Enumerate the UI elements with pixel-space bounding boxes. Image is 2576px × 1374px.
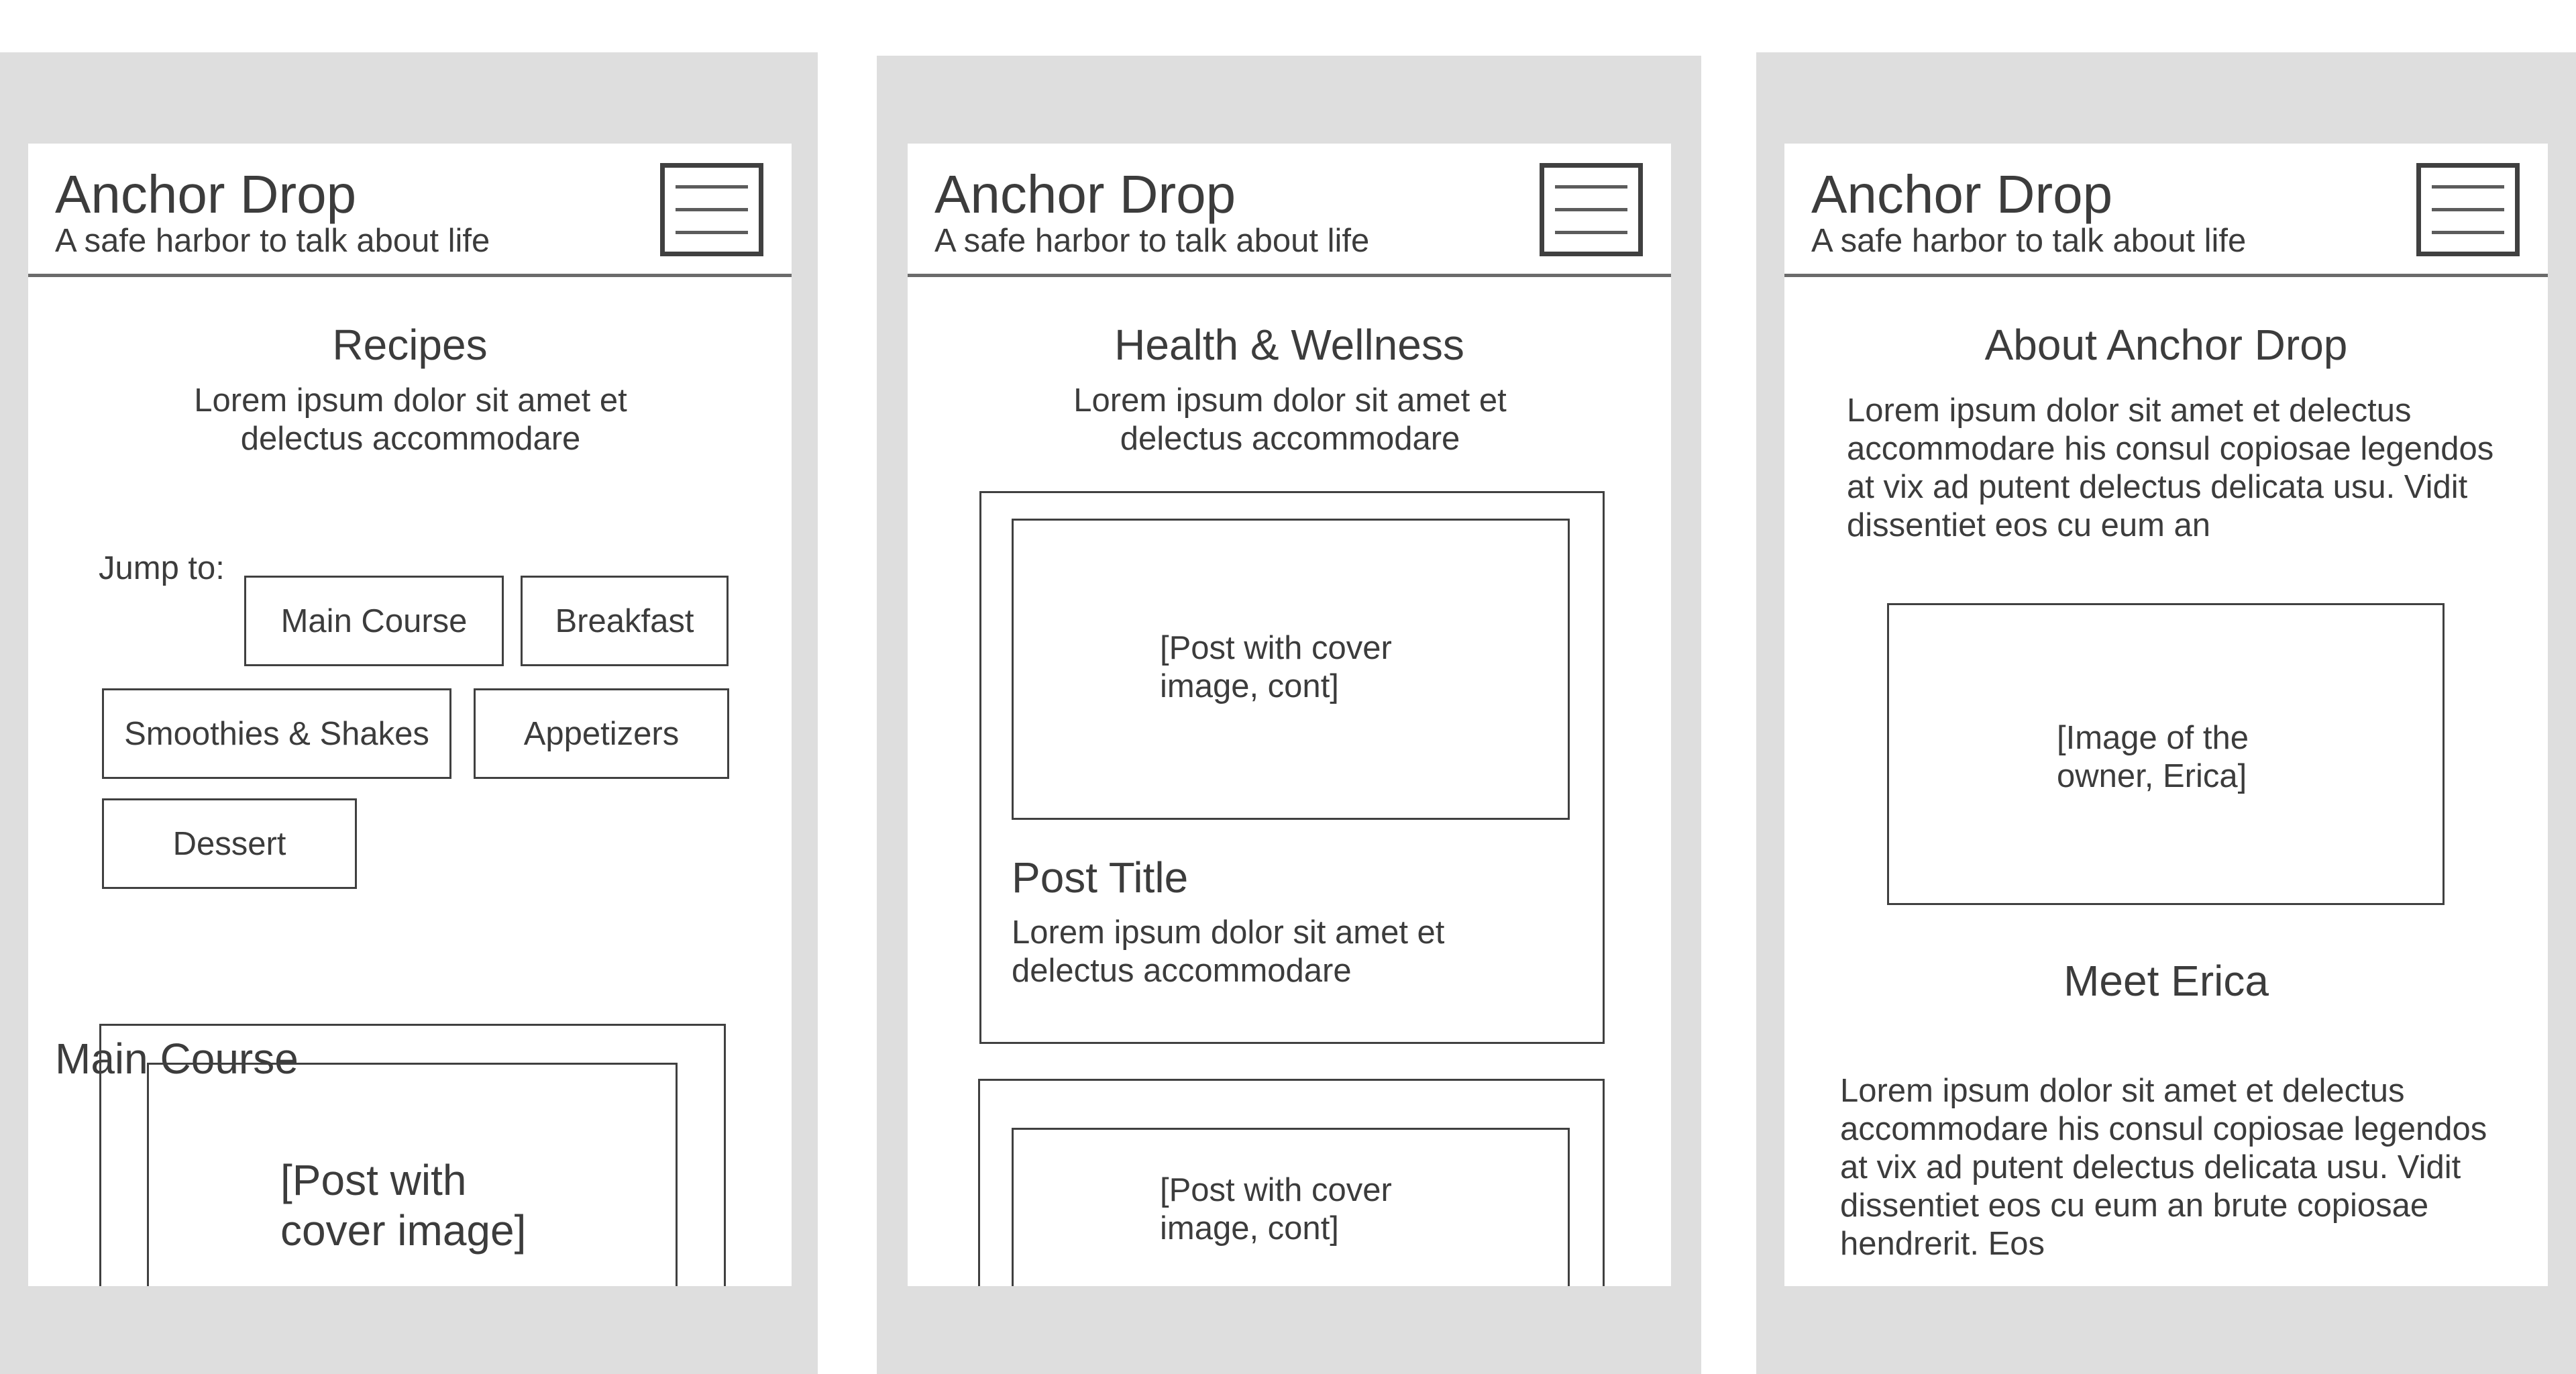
hamburger-menu-icon[interactable] xyxy=(1540,163,1643,256)
jump-link-dessert[interactable]: Dessert xyxy=(102,798,357,889)
site-title[interactable]: Anchor Drop xyxy=(934,164,1236,224)
post-title[interactable]: Post Title xyxy=(1012,853,1189,902)
cover-image-placeholder: [Post with cover image, cont] xyxy=(1012,519,1570,820)
phone-frame-about: Anchor Drop A safe harbor to talk about … xyxy=(1758,56,2573,1374)
owner-image-placeholder: [Image of the owner, Erica] xyxy=(1887,603,2445,905)
screen-health: Anchor Drop A safe harbor to talk about … xyxy=(908,144,1671,1286)
cover-image-label: [Post with cover image] xyxy=(280,1156,527,1255)
site-tagline: A safe harbor to talk about life xyxy=(934,223,1370,259)
jump-link-breakfast[interactable]: Breakfast xyxy=(521,576,729,666)
menu-line-3 xyxy=(1555,231,1627,234)
jump-to-label: Jump to: xyxy=(99,550,225,586)
cover-image-placeholder: [Post with cover image] xyxy=(147,1063,678,1286)
hamburger-menu-icon[interactable] xyxy=(660,163,763,256)
page-heading: Recipes xyxy=(332,321,488,369)
page-heading: Health & Wellness xyxy=(1114,321,1464,369)
cover-image-label: [Post with cover image, cont] xyxy=(1160,630,1392,704)
page-intro: Lorem ipsum dolor sit amet et delectus a… xyxy=(194,382,627,457)
owner-image-label: [Image of the owner, Erica] xyxy=(2057,720,2249,794)
site-title[interactable]: Anchor Drop xyxy=(1811,164,2113,224)
cover-image-label: [Post with cover image, cont] xyxy=(1160,1172,1392,1247)
menu-line-1 xyxy=(676,185,748,189)
cover-image-placeholder: [Post with cover image, cont] xyxy=(1012,1128,1570,1286)
about-intro: Lorem ipsum dolor sit amet et delectus a… xyxy=(1847,392,2494,543)
about-body: Lorem ipsum dolor sit amet et delectus a… xyxy=(1840,1073,2487,1262)
menu-line-3 xyxy=(2432,231,2504,234)
menu-line-1 xyxy=(2432,185,2504,189)
page-heading: About Anchor Drop xyxy=(1984,321,2348,369)
site-tagline: A safe harbor to talk about life xyxy=(1811,223,2247,259)
post-excerpt: Lorem ipsum dolor sit amet et delectus a… xyxy=(1012,914,1445,989)
site-tagline: A safe harbor to talk about life xyxy=(55,223,490,259)
section-heading-meet-erica: Meet Erica xyxy=(2063,957,2269,1005)
header-divider xyxy=(908,274,1671,277)
jump-link-appetizers[interactable]: Appetizers xyxy=(474,688,729,779)
menu-line-2 xyxy=(676,208,748,211)
header-divider xyxy=(28,274,792,277)
header-divider xyxy=(1784,274,2548,277)
phone-frame-recipes: Anchor Drop A safe harbor to talk about … xyxy=(2,56,818,1374)
menu-line-2 xyxy=(2432,208,2504,211)
site-title[interactable]: Anchor Drop xyxy=(55,164,357,224)
jump-link-smoothies-shakes[interactable]: Smoothies & Shakes xyxy=(102,688,451,779)
screen-about: Anchor Drop A safe harbor to talk about … xyxy=(1784,144,2548,1286)
section-heading-main-course: Main Course xyxy=(55,1035,299,1083)
post-card-1[interactable]: [Post with cover image, cont] Post Title… xyxy=(979,491,1605,1044)
menu-line-1 xyxy=(1555,185,1627,189)
hamburger-menu-icon[interactable] xyxy=(2416,163,2520,256)
screen-recipes: Anchor Drop A safe harbor to talk about … xyxy=(28,144,792,1286)
post-card-2[interactable]: [Post with cover image, cont] xyxy=(978,1079,1605,1286)
jump-link-main-course[interactable]: Main Course xyxy=(244,576,504,666)
menu-line-2 xyxy=(1555,208,1627,211)
menu-line-3 xyxy=(676,231,748,234)
post-card[interactable]: [Post with cover image] xyxy=(99,1024,726,1286)
page-intro: Lorem ipsum dolor sit amet et delectus a… xyxy=(1073,382,1507,457)
phone-frame-health: Anchor Drop A safe harbor to talk about … xyxy=(881,56,1697,1374)
